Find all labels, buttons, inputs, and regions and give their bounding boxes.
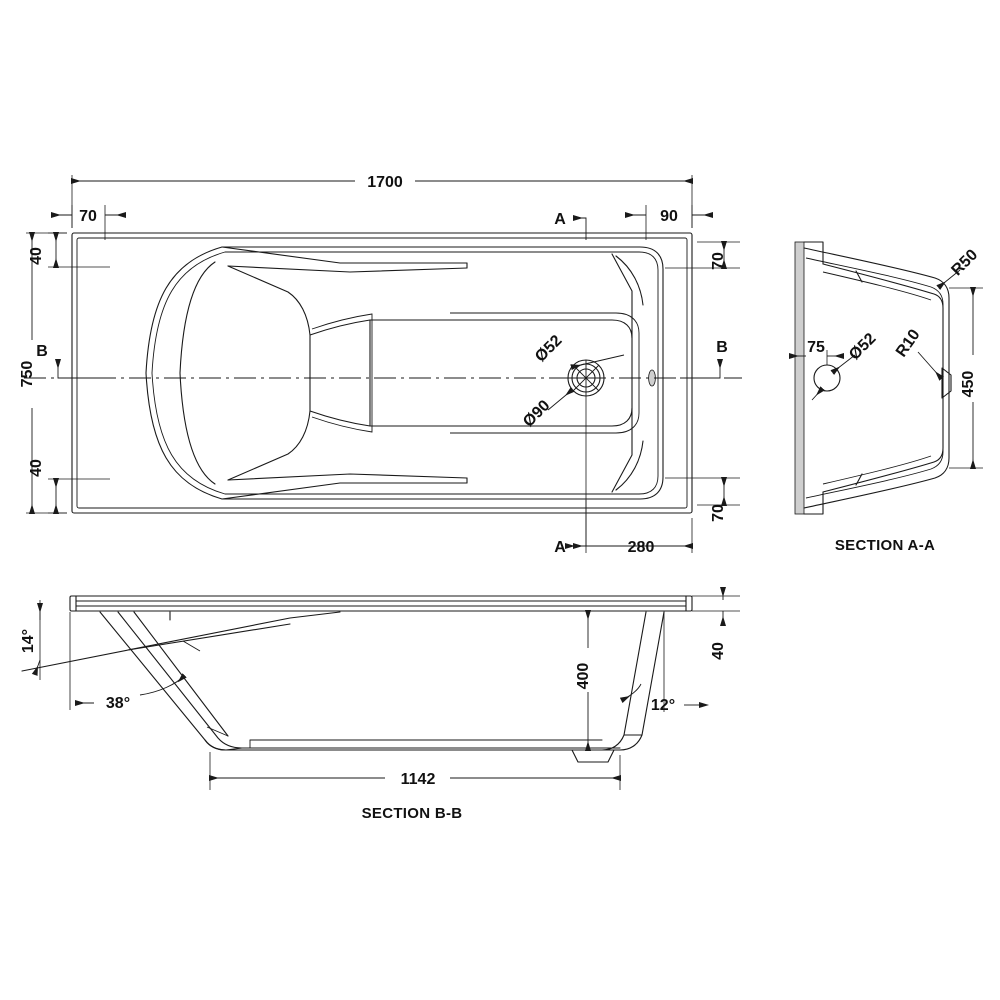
plan-backrest-contours <box>179 261 451 485</box>
section-bb-foot-end-wall <box>601 611 665 751</box>
annot-label-dia-52: Ø52 <box>532 332 565 365</box>
dim-label-40-lower-left: 40 <box>28 459 45 477</box>
dim-bb-base-1142: 1142 <box>209 752 621 790</box>
dim-label-70-left: 70 <box>79 208 97 225</box>
dim-rim-40-upper-left: 40 <box>28 232 110 268</box>
section-aa-caption: SECTION A-A <box>835 537 935 554</box>
angle-label-bb-14: 14° <box>20 629 37 653</box>
section-aa-facets <box>855 270 863 486</box>
annot-waste-dia-90: Ø90 <box>520 387 575 431</box>
section-aa-left-flange <box>794 241 824 515</box>
section-aa-inner-wall <box>822 263 944 493</box>
section-bb-inner-boundary <box>249 739 603 748</box>
dim-rim-left-70: 70 <box>51 205 126 240</box>
angle-bb-12: 12° <box>619 612 709 714</box>
dim-label-280: 280 <box>628 539 655 556</box>
section-bb-backrest-shelf <box>21 611 341 672</box>
dim-overall-width-750: 750 <box>19 232 67 514</box>
section-bb-waste-boss <box>571 749 615 763</box>
section-mark-label-a-top: A <box>554 211 566 228</box>
annot-label-aa-r50: R50 <box>948 246 981 279</box>
section-mark-label-b-right: B <box>716 339 728 356</box>
section-a-a-view: 75 Ø52 R50 R10 450 SECTION A-A <box>789 241 983 554</box>
dim-rim-70-lower-right: 70 <box>665 477 740 522</box>
dim-label-bb-1142: 1142 <box>401 771 436 788</box>
dim-bb-rim-40: 40 <box>692 587 740 660</box>
section-bb-rim-slab <box>69 595 693 612</box>
plan-view: 1700 70 90 750 <box>19 174 742 556</box>
angle-bb-38: 38° <box>69 612 187 712</box>
angle-label-bb-12: 12° <box>651 697 675 714</box>
annot-aa-radius-r50: R50 <box>936 246 981 290</box>
dim-label-750: 750 <box>19 361 36 388</box>
dim-overall-length-1700: 1700 <box>71 174 693 228</box>
section-mark-b-left: B <box>36 343 110 379</box>
dim-label-40-upper-left: 40 <box>28 247 45 265</box>
section-mark-label-a-bottom: A <box>554 539 566 556</box>
dim-label-1700: 1700 <box>367 174 403 191</box>
annot-aa-radius-r10: R10 <box>893 326 944 381</box>
dim-rim-40-lower-left: 40 <box>28 459 110 514</box>
section-mark-a-bottom: A <box>554 500 587 556</box>
plan-outer-rim <box>71 232 693 514</box>
section-bb-base <box>169 611 621 751</box>
dim-label-70-lower-right: 70 <box>710 504 727 522</box>
dim-bb-depth-400: 400 <box>575 610 592 751</box>
dim-aa-height-450: 450 <box>949 287 983 469</box>
angle-bb-14: 14° <box>20 600 43 680</box>
dim-aa-overflow-offset-75: 75 <box>789 339 844 365</box>
section-aa-overflow-notch <box>941 367 952 399</box>
section-mark-b-right: B <box>680 339 728 379</box>
plan-backrest-wings <box>221 246 468 500</box>
plan-inner-bowl <box>145 246 664 500</box>
dim-label-bb-40: 40 <box>710 642 727 660</box>
section-aa-outer-profile <box>803 247 950 509</box>
dim-rim-right-90: 90 <box>625 205 713 240</box>
section-bb-backrest-wall <box>99 611 243 751</box>
section-bb-caption: SECTION B-B <box>362 805 463 822</box>
dim-label-aa-75: 75 <box>807 339 825 356</box>
dim-label-90-right: 90 <box>660 208 678 225</box>
section-aa-overflow-hole <box>813 364 841 392</box>
section-mark-a-top: A <box>554 211 587 240</box>
section-b-b-view: 14° 38° 12° 400 40 <box>20 587 740 822</box>
section-mark-label-b-left: B <box>36 343 48 360</box>
dim-rim-70-upper-right: 70 <box>665 241 740 270</box>
dim-label-aa-450: 450 <box>960 371 977 398</box>
dim-label-70-upper-right: 70 <box>710 252 727 270</box>
annot-label-aa-r10: R10 <box>893 326 924 360</box>
plan-right-corner-facets <box>611 253 644 493</box>
angle-label-bb-38: 38° <box>106 695 130 712</box>
dim-waste-offset-280: 280 <box>565 396 693 556</box>
dim-label-bb-400: 400 <box>575 663 592 690</box>
